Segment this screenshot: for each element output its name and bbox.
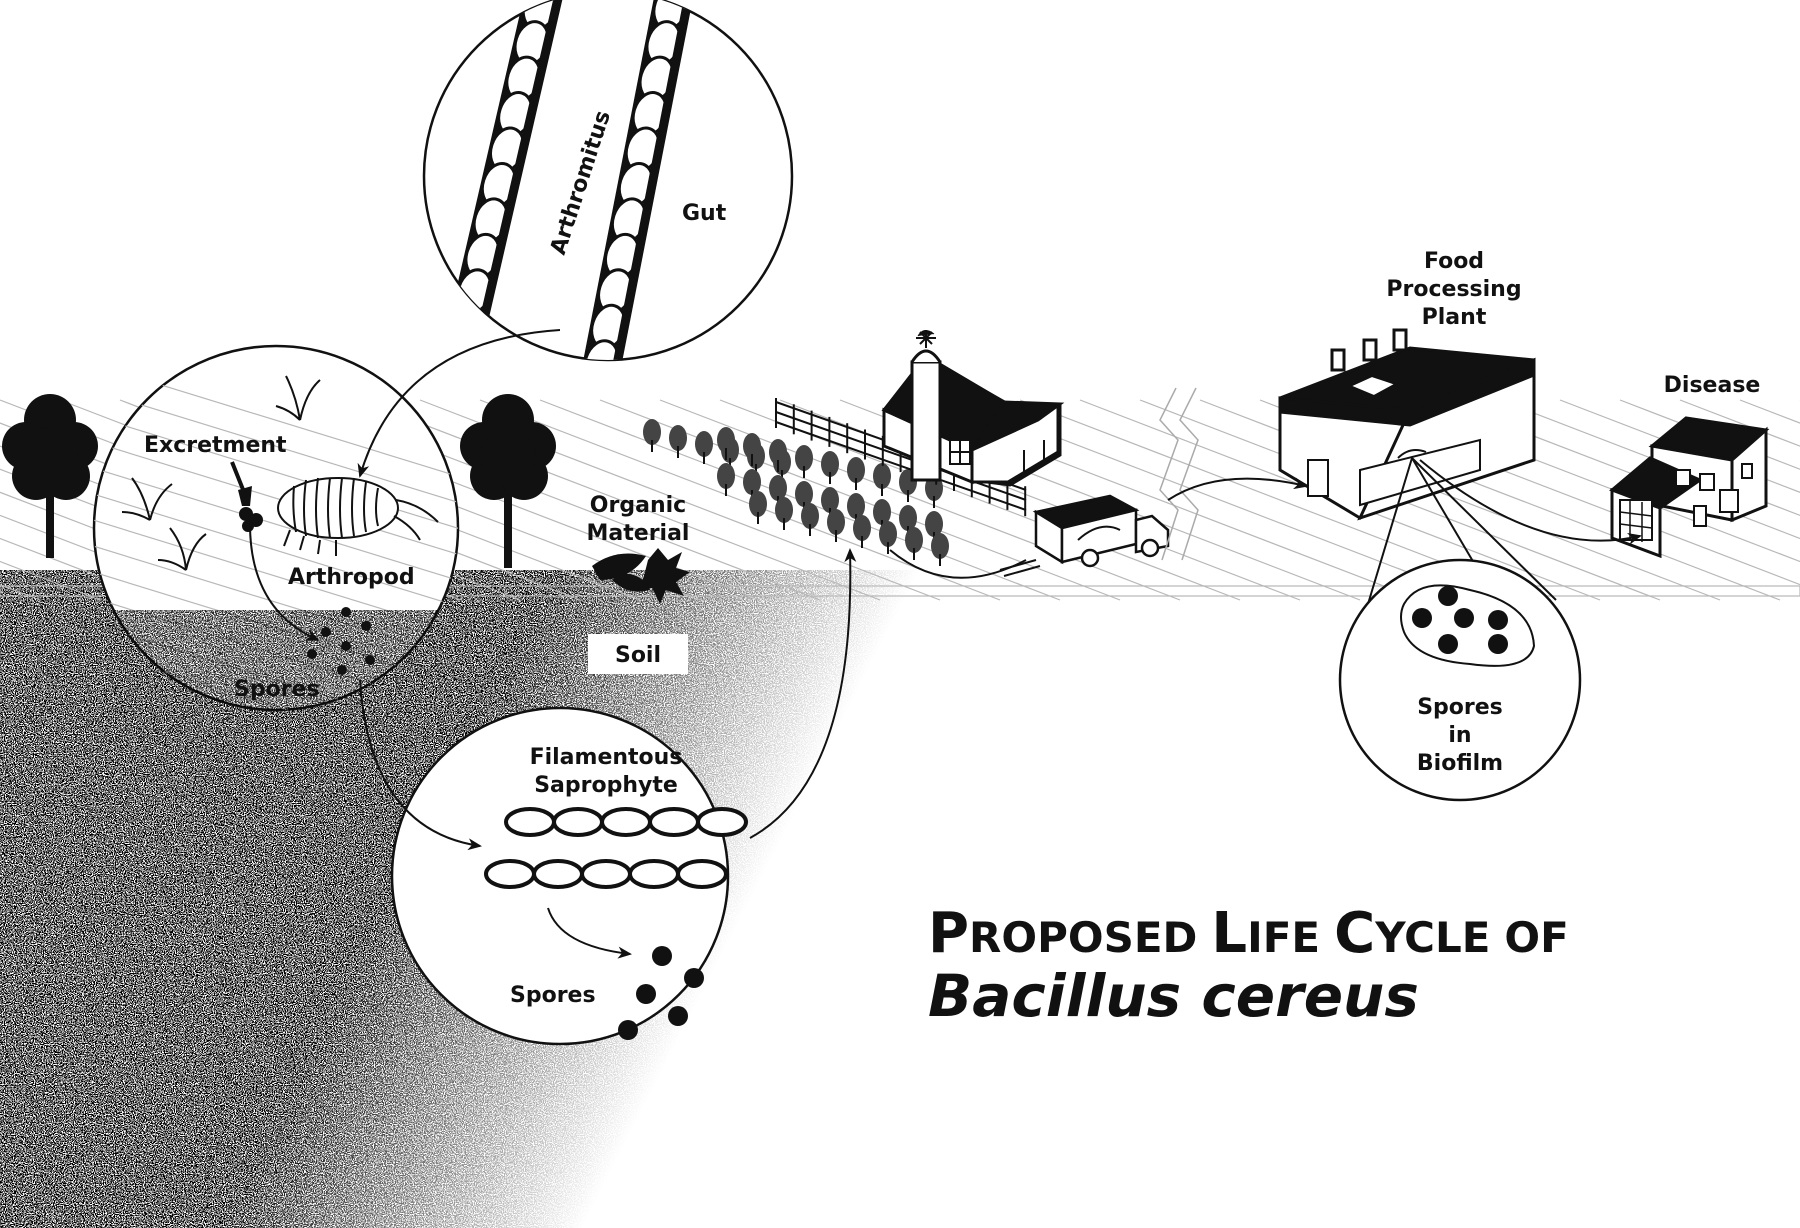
saprophyte-cell bbox=[696, 807, 748, 837]
arthropod-icon bbox=[277, 477, 439, 556]
field-line bbox=[0, 537, 161, 601]
crop-plant bbox=[743, 433, 761, 466]
label-filamentous-line2: Saprophyte bbox=[534, 773, 678, 798]
crop-plant bbox=[749, 491, 767, 524]
grass-icon bbox=[121, 375, 321, 571]
crop-plant bbox=[775, 497, 793, 530]
spores-left-dots bbox=[307, 607, 375, 675]
saprophyte-cell bbox=[504, 807, 556, 837]
flow-arrows bbox=[249, 329, 1642, 959]
field-line bbox=[94, 463, 458, 585]
label-excretment: Excretment bbox=[144, 433, 287, 458]
crop-plant bbox=[931, 533, 949, 566]
saprophyte-cell bbox=[628, 859, 680, 889]
crop-plant bbox=[695, 431, 713, 464]
food-processing-plant-icon bbox=[1278, 328, 1536, 521]
field-line bbox=[94, 437, 458, 559]
tree-icon bbox=[2, 394, 98, 558]
field-line bbox=[94, 411, 458, 533]
label-food-line1: Food bbox=[1424, 249, 1484, 274]
label-food-line2: Processing bbox=[1386, 277, 1521, 302]
title-line2: Bacillus cereus bbox=[928, 962, 1419, 1030]
crop-plant bbox=[827, 509, 845, 542]
excretment-icon bbox=[230, 461, 263, 532]
crop-plant bbox=[873, 463, 891, 496]
label-organic-line1: Organic bbox=[590, 493, 686, 518]
road bbox=[1159, 387, 1199, 561]
biofilm-circle bbox=[1338, 457, 1582, 802]
label-spores-bottom: Spores bbox=[510, 983, 596, 1008]
label-food-line3: Plant bbox=[1422, 305, 1487, 330]
field-line bbox=[0, 560, 101, 601]
field-line bbox=[1559, 399, 1800, 493]
saprophyte-cell bbox=[648, 807, 700, 837]
saprophyte-circle bbox=[390, 706, 748, 1046]
crop-plant bbox=[717, 463, 735, 496]
arthromitus-cell bbox=[583, 339, 620, 360]
tree-icon bbox=[460, 394, 556, 568]
truck-icon bbox=[999, 494, 1170, 577]
barn-icon bbox=[881, 330, 1065, 487]
label-arthropod: Arthropod bbox=[288, 565, 415, 590]
field-line bbox=[659, 399, 1181, 601]
crop-plant bbox=[717, 427, 735, 460]
label-organic-line2: Material bbox=[587, 521, 690, 546]
label-disease: Disease bbox=[1664, 373, 1761, 398]
crop-plant bbox=[853, 515, 871, 548]
house-icon bbox=[1609, 416, 1770, 559]
crop-plant bbox=[847, 457, 865, 490]
field-line bbox=[359, 399, 881, 601]
field-line bbox=[94, 385, 458, 507]
crop-plant bbox=[879, 521, 897, 554]
label-biofilm-line1: Spores bbox=[1417, 695, 1503, 720]
crop-plant bbox=[821, 451, 839, 484]
crop-plant bbox=[801, 503, 819, 536]
label-filamentous-line1: Filamentous bbox=[530, 745, 683, 770]
crop-plant bbox=[795, 445, 813, 478]
crop-plant bbox=[643, 419, 661, 452]
gut-magnified-circle bbox=[422, 0, 794, 362]
field-line bbox=[94, 489, 458, 611]
saprophyte-cell bbox=[580, 859, 632, 889]
saprophyte-cell bbox=[532, 859, 584, 889]
crop-plant bbox=[905, 527, 923, 560]
label-spores-left: Spores bbox=[234, 677, 320, 702]
spores-bottom-dots bbox=[618, 946, 704, 1040]
crop-plant bbox=[669, 425, 687, 458]
saprophyte-cell bbox=[600, 807, 652, 837]
label-gut: Gut bbox=[682, 201, 727, 226]
saprophyte-cell bbox=[552, 807, 604, 837]
leaves-icon bbox=[592, 548, 690, 604]
saprophyte-cell bbox=[676, 859, 728, 889]
saprophyte-cell bbox=[484, 859, 536, 889]
label-biofilm-line2: in bbox=[1448, 723, 1471, 748]
label-soil: Soil bbox=[615, 643, 661, 668]
label-biofilm-line3: Biofilm bbox=[1417, 751, 1503, 776]
crop-plant bbox=[769, 439, 787, 472]
